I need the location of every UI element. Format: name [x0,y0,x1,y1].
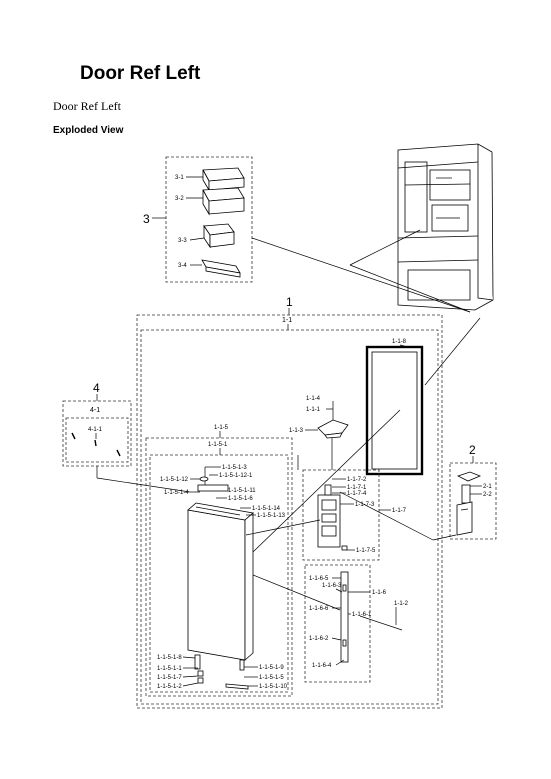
door-bin-large [202,167,245,192]
callout-3-3: 3-3 [178,238,187,244]
callout-1-1-5-1-7: 1-1-5-1-7 [157,675,182,681]
callout-1-1-6-4: 1-1-6-4 [312,663,332,669]
callout-1-1-5-1-11: 1-1-5-1-11 [228,488,256,494]
callout-1-1-5-1-13: 1-1-5-1-13 [257,513,286,519]
callout-1-1-1: 1-1-1 [306,407,321,413]
callout-1-1-7-2: 1-1-7-2 [347,477,367,483]
screw-parts [71,432,121,457]
bin-group: 3 3-1 3-2 3-3 3-4 [143,156,253,283]
callout-1-1-6-5: 1-1-6-5 [309,576,329,582]
callout-1-1-7-3: 1-1-7-3 [355,502,375,508]
handle-bracket-box [302,469,380,561]
callout-1-1-6-1: 1-1-6-1 [352,612,372,618]
callout-3-1: 3-1 [175,175,184,181]
callout-1-1-6: 1-1-6 [372,590,387,596]
callout-4-1-1: 4-1-1 [88,427,103,433]
hinge-cover-part [317,419,349,439]
callout-3-4: 3-4 [178,263,187,269]
callout-1-1-6-6: 1-1-6-6 [309,606,329,612]
hinge-cover-sub-box [65,417,129,463]
callout-1-1-8: 1-1-8 [392,339,407,345]
callout-1-1-5-1-12: 1-1-5-1-12 [160,477,189,483]
callout-1-1-4: 1-1-4 [306,396,321,402]
callout-1-1-7-5: 1-1-7-5 [356,548,376,554]
callout-1-1-6-2: 1-1-6-2 [309,636,329,642]
callout-1-1-3: 1-1-3 [289,428,304,434]
callout-1-1-5: 1-1-5 [214,425,229,431]
callout-1-1: 1-1 [282,317,292,324]
handle-bracket [317,484,348,551]
door-gasket [365,345,424,476]
callout-2-2: 2-2 [483,492,492,498]
callout-1-1-5-1-14: 1-1-5-1-14 [252,506,281,512]
callout-1-1-5-1-6: 1-1-5-1-6 [228,496,253,502]
page-title: Door Ref Left [80,63,201,84]
door-bin-medium [202,187,245,216]
door-panel [187,502,254,661]
callout-1-1-7-1: 1-1-7-1 [347,485,367,491]
callout-4: 4 [93,381,100,395]
door-bin-small [201,259,241,278]
door-sub-assembly-box [140,329,439,705]
callout-1-1-5-1-9: 1-1-5-1-9 [259,665,284,671]
door-bottom-parts [194,654,249,690]
callout-1-1-5-1-1: 1-1-5-1-1 [157,666,182,672]
page-subtitle: Door Ref Left [53,99,121,113]
door-bin-deep [203,223,235,249]
door-handle [340,571,349,663]
bin-group-box [165,156,253,283]
callout-4-1: 4-1 [90,407,100,414]
callout-1-1-5-1-12-1: 1-1-5-1-12-1 [219,473,253,479]
callout-1-1-5-1-4: 1-1-5-1-4 [164,490,189,496]
handle-box [304,564,371,683]
callout-1: 1 [286,295,293,309]
callout-1-1-7: 1-1-7 [392,508,407,514]
refrigerator-cabinet [397,143,494,311]
callout-1-1-5-1: 1-1-5-1 [208,442,228,448]
callout-1-1-5-1-5: 1-1-5-1-5 [259,675,284,681]
callout-3: 3 [143,212,150,226]
callout-1-1-2: 1-1-2 [394,601,409,607]
callout-1-1-5-1-2: 1-1-5-1-2 [157,684,182,690]
door-cap-part [199,476,209,482]
callout-1-1-5-1-8: 1-1-5-1-8 [157,655,182,661]
callout-1-1-7-4: 1-1-7-4 [347,491,367,497]
upper-hinge [456,471,482,536]
callout-1-1-6-3: 1-1-6-3 [322,583,342,589]
door-inner-box [149,454,289,693]
door-panel-box [145,437,293,697]
callout-3-2: 3-2 [175,196,184,202]
callout-2-1: 2-1 [483,484,492,490]
door-assembly-box [136,314,443,709]
callout-1-1-5-1-10: 1-1-5-1-10 [259,684,288,690]
hinge-group-box [449,462,497,540]
callout-2: 2 [469,443,476,457]
door-top-bracket [197,484,229,492]
callout-1-1-5-1-3: 1-1-5-1-3 [222,465,247,471]
section-heading: Exploded View [53,125,124,136]
